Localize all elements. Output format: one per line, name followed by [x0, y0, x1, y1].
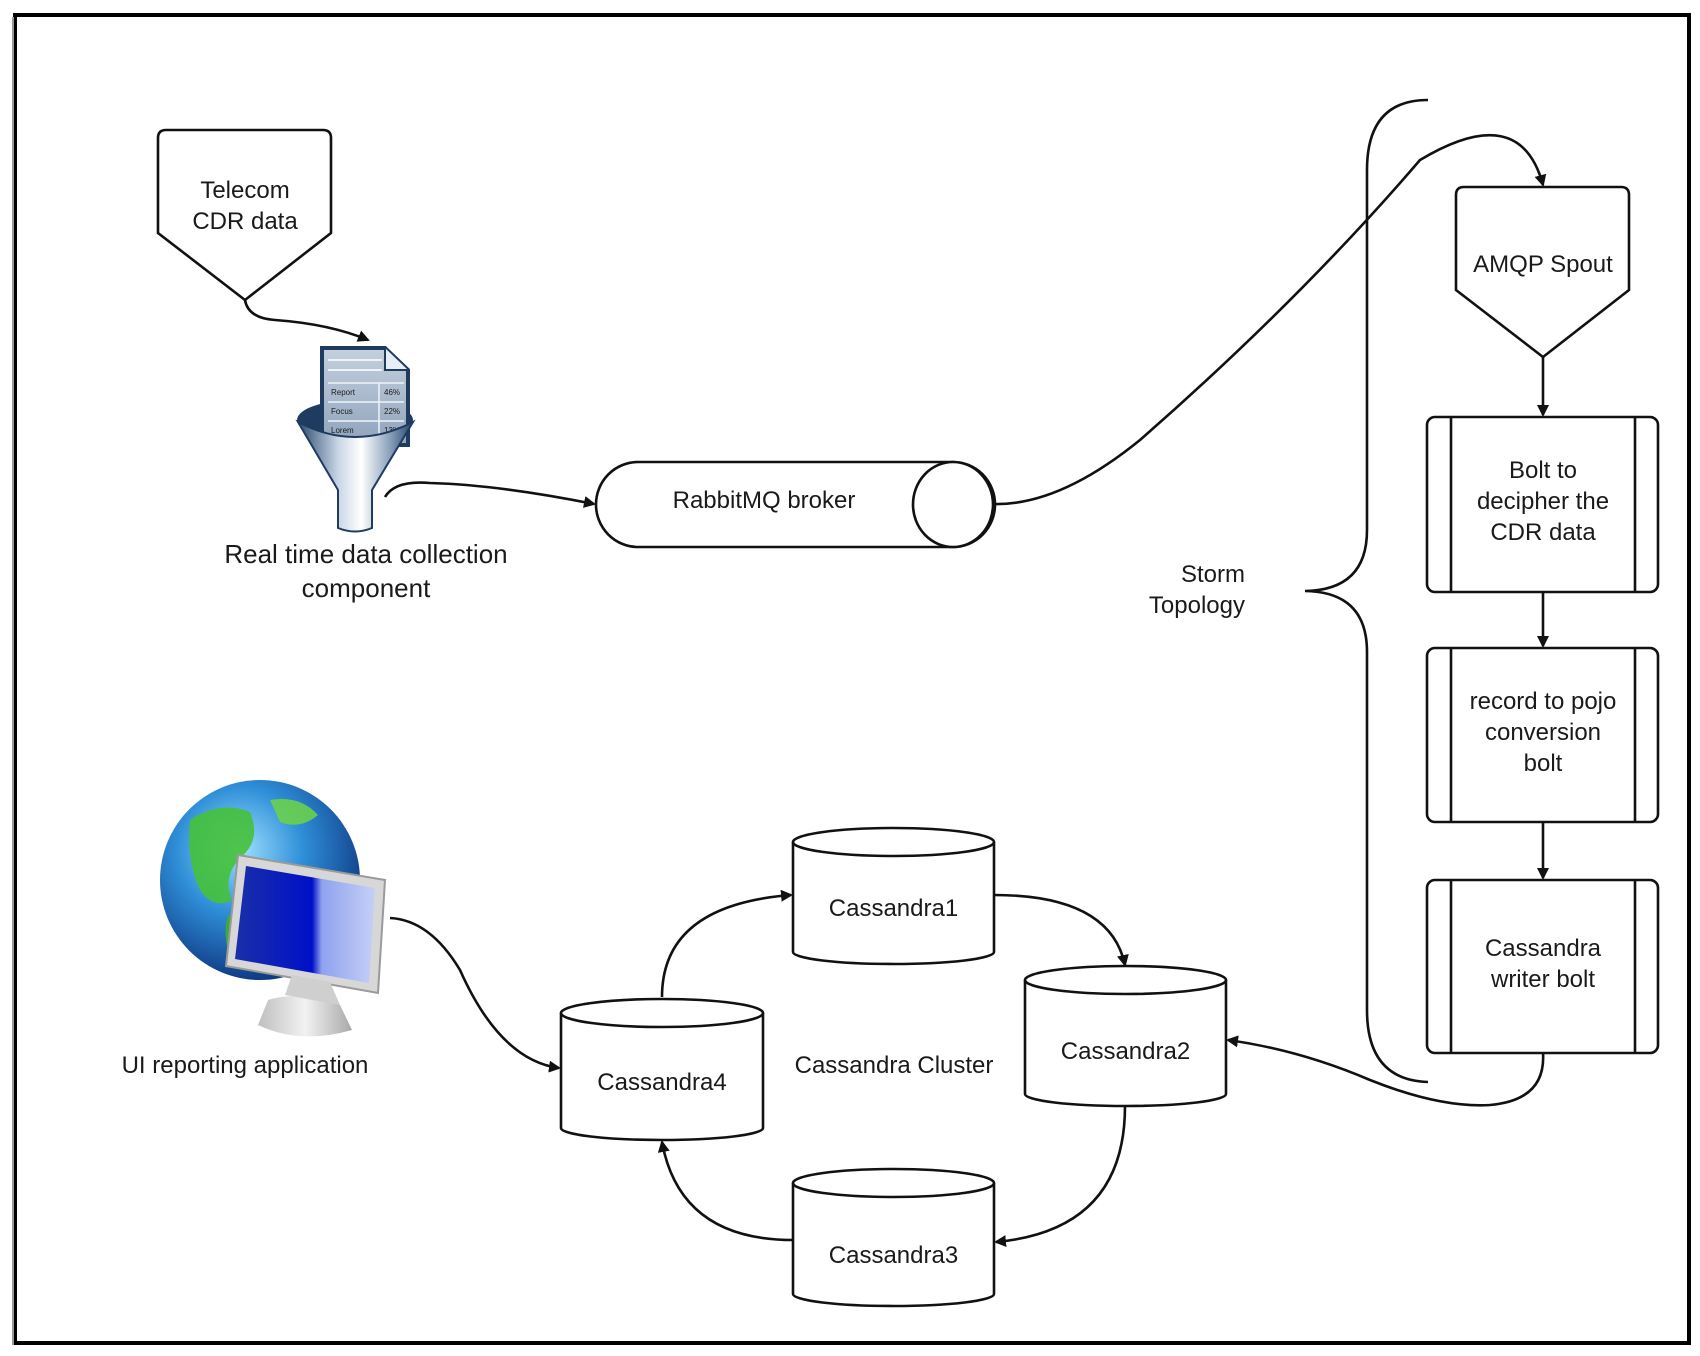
globe-monitor-icon	[160, 780, 387, 1037]
bolt-pojo-line1: record to pojo	[1470, 688, 1617, 715]
bolt-decipher-line2: decipher the	[1477, 488, 1609, 515]
cassandra1-node[interactable]: Cassandra1	[791, 826, 996, 966]
icon-table-name-0: Report	[331, 388, 356, 397]
edge-telecom-to-collector	[243, 299, 370, 342]
bolt-decipher-line1: Bolt to	[1509, 457, 1577, 484]
telecom-label-line2: CDR data	[192, 208, 298, 235]
edge-cassandra1-to-cassandra2	[993, 893, 1129, 967]
bolt-writer-line1: Cassandra	[1485, 935, 1602, 962]
cassandra4-node[interactable]: Cassandra4	[559, 997, 765, 1142]
ui-app-label: UI reporting application	[122, 1052, 369, 1079]
cassandra4-label: Cassandra4	[597, 1069, 726, 1096]
storm-label-line1: Storm	[1181, 561, 1245, 588]
edge-collector-to-rabbitmq	[383, 481, 596, 508]
amqp-spout-label: AMQP Spout	[1473, 251, 1613, 278]
cassandra3-label: Cassandra3	[829, 1242, 958, 1269]
cassandra2-node[interactable]: Cassandra2	[1023, 964, 1228, 1108]
rabbitmq-broker-node[interactable]: RabbitMQ broker	[594, 460, 997, 549]
edge-rabbitmq-to-spout	[994, 133, 1547, 506]
telecom-cdr-node[interactable]: Telecom CDR data	[156, 128, 333, 302]
bolt-pojo-line2: conversion	[1485, 719, 1601, 746]
funnel-report-icon: Report 46% Focus 22% Lorem 13%	[295, 346, 416, 533]
edge-ui-to-cassandra4	[389, 916, 561, 1073]
bolt-decipher-line3: CDR data	[1490, 519, 1596, 546]
rabbitmq-label: RabbitMQ broker	[673, 487, 856, 514]
bolt-pojo-node[interactable]: record to pojo conversion bolt	[1425, 646, 1660, 824]
amqp-spout-node[interactable]: AMQP Spout	[1454, 185, 1631, 359]
cassandra3-node[interactable]: Cassandra3	[791, 1167, 996, 1308]
icon-table-value-1: 22%	[384, 407, 400, 416]
icon-table-name-2: Lorem	[331, 426, 354, 435]
storm-topology-brace	[1304, 98, 1429, 1084]
cassandra1-label: Cassandra1	[829, 895, 958, 922]
icon-table-value-0: 46%	[384, 388, 400, 397]
edge-cassandra4-to-cassandra1	[660, 889, 793, 998]
edge-cassandra3-to-cassandra4	[657, 1140, 794, 1242]
collector-label-line2: component	[302, 573, 431, 603]
edge-writer-to-cassandra2	[1226, 1035, 1545, 1107]
icon-table-name-1: Focus	[331, 407, 353, 416]
bolt-writer-node[interactable]: Cassandra writer bolt	[1425, 878, 1660, 1055]
cassandra-cluster-label: Cassandra Cluster	[795, 1052, 994, 1079]
edge-cassandra2-to-cassandra3	[994, 1105, 1127, 1248]
bolt-writer-line2: writer bolt	[1490, 966, 1595, 993]
bolt-decipher-node[interactable]: Bolt to decipher the CDR data	[1425, 415, 1660, 594]
storm-label-line2: Topology	[1149, 592, 1245, 619]
collector-label-line1: Real time data collection	[224, 539, 507, 569]
bolt-pojo-line3: bolt	[1524, 750, 1563, 777]
telecom-label-line1: Telecom	[200, 177, 289, 204]
cassandra2-label: Cassandra2	[1061, 1038, 1190, 1065]
